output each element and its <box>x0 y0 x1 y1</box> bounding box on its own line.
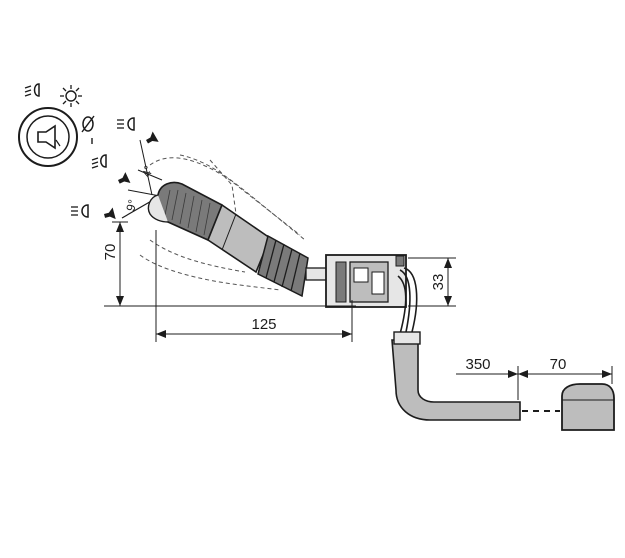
off-symbol-icon <box>81 115 95 144</box>
horn-icon <box>146 131 159 144</box>
lever-ghost-positions <box>139 154 306 291</box>
horn-gauge-icon <box>18 107 78 167</box>
high-beam-icon <box>117 117 135 131</box>
switch-housing <box>325 254 418 335</box>
dimension-70-connector: 70 <box>550 356 567 373</box>
high-beam-icon-lower <box>71 204 89 218</box>
angle-upper-label: 4° <box>139 164 156 179</box>
dimension-350: 350 <box>465 356 490 373</box>
dimension-arrows <box>116 222 612 378</box>
connector-block <box>561 383 615 431</box>
horn-icon-middle <box>118 172 131 184</box>
low-beam-icon <box>24 83 40 97</box>
cable-sleeve <box>391 331 560 421</box>
dimension-lines <box>104 221 613 400</box>
daylight-icon <box>60 85 82 107</box>
dimension-33: 33 <box>430 274 447 291</box>
dimension-70-vertical: 70 <box>102 244 119 261</box>
dimension-125: 125 <box>251 316 276 333</box>
low-beam-icon-middle <box>91 154 107 169</box>
lever <box>147 181 333 298</box>
horn-icon-lower <box>104 207 116 220</box>
angle-lower-label: 9° <box>123 198 140 213</box>
